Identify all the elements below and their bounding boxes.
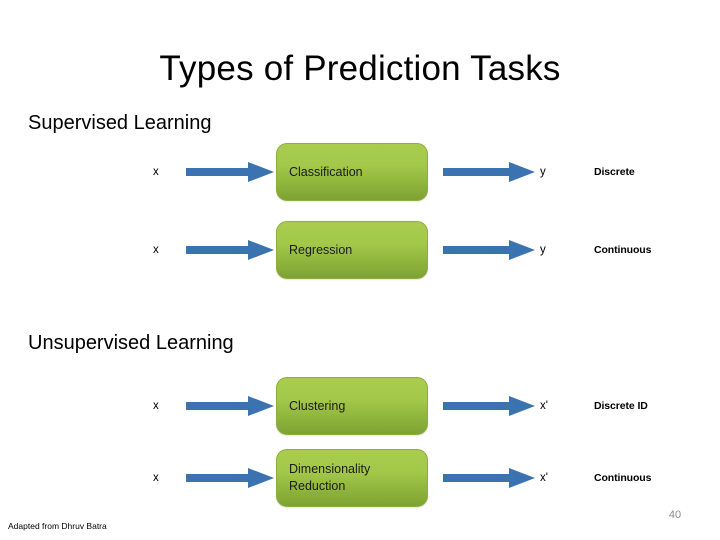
flow-row: x Dimensionality Reduction x' Continuous bbox=[0, 448, 720, 508]
task-box-label: Clustering bbox=[289, 398, 346, 413]
page-number: 40 bbox=[668, 509, 682, 521]
input-variable-label: x bbox=[153, 472, 159, 484]
page-title: Types of Prediction Tasks bbox=[159, 49, 561, 88]
task-box-label: Dimensionality bbox=[289, 462, 371, 476]
arrow-right-icon bbox=[186, 142, 274, 202]
output-variable-label: x' bbox=[540, 400, 548, 412]
flow-row: x Classification y Discrete bbox=[0, 142, 720, 202]
flow-row: x Clustering x' Discrete ID bbox=[0, 376, 720, 436]
task-box[interactable]: Regression bbox=[276, 221, 428, 279]
input-variable-label: x bbox=[153, 400, 159, 412]
section-heading-supervised: Supervised Learning bbox=[28, 112, 212, 134]
task-box-label-line2: Reduction bbox=[289, 479, 346, 493]
output-type-label: Continuous bbox=[594, 243, 652, 256]
output-variable-label: y bbox=[540, 244, 546, 256]
arrow-right-icon bbox=[186, 220, 274, 280]
task-box-label: Classification bbox=[289, 164, 363, 179]
task-box[interactable]: Clustering bbox=[276, 377, 428, 435]
output-variable-label: x' bbox=[540, 472, 548, 484]
source-credit: Adapted from Dhruv Batra bbox=[8, 521, 107, 531]
flow-row: x Regression y Continuous bbox=[0, 220, 720, 280]
arrow-right-icon bbox=[443, 448, 535, 508]
arrow-right-icon bbox=[186, 376, 274, 436]
output-type-label: Discrete bbox=[594, 165, 635, 178]
output-type-label: Continuous bbox=[594, 471, 652, 484]
arrow-right-icon bbox=[443, 376, 535, 436]
arrow-right-icon bbox=[443, 142, 535, 202]
section-heading-unsupervised: Unsupervised Learning bbox=[28, 332, 234, 354]
input-variable-label: x bbox=[153, 244, 159, 256]
task-box-label: Regression bbox=[289, 242, 353, 257]
arrow-right-icon bbox=[186, 448, 274, 508]
input-variable-label: x bbox=[153, 166, 159, 178]
task-box[interactable]: Dimensionality Reduction bbox=[276, 449, 428, 507]
output-variable-label: y bbox=[540, 166, 546, 178]
task-box[interactable]: Classification bbox=[276, 143, 428, 201]
arrow-right-icon bbox=[443, 220, 535, 280]
output-type-label: Discrete ID bbox=[594, 399, 648, 412]
